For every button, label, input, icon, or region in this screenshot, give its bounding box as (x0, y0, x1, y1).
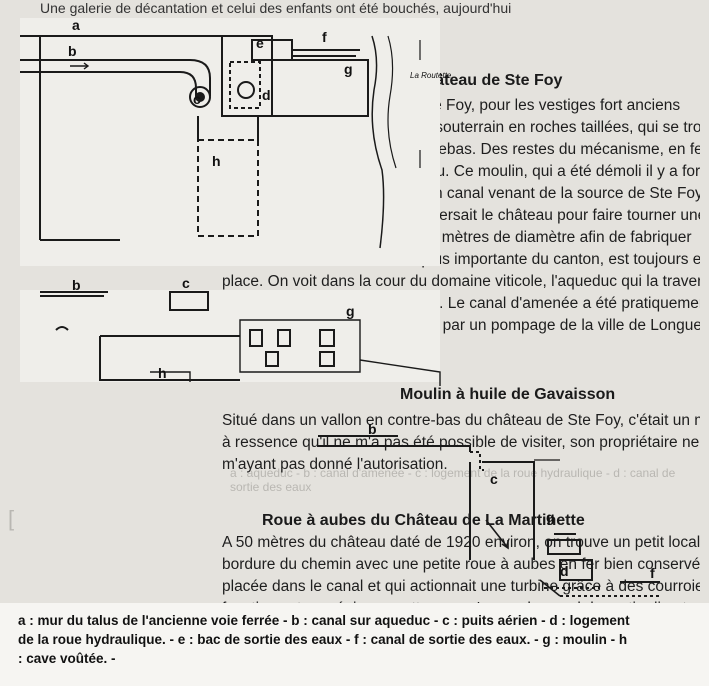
elevation-label-b: b (72, 277, 81, 293)
plan-label-f: f (322, 29, 327, 45)
plan-label-c: c (193, 91, 201, 107)
elevation-label-h: h (158, 365, 167, 381)
caption-line: a : mur du talus de l'ancienne voie ferr… (18, 613, 630, 628)
elevation-label-c: c (182, 275, 190, 291)
caption-line: : cave voûtée. - (18, 651, 116, 666)
body-line: placée dans le canal et qui actionnait u… (222, 578, 700, 595)
section-label-d: d (560, 563, 569, 579)
body-line: place. On voit dans la cour du domaine v… (222, 273, 700, 290)
plan-view (20, 18, 440, 266)
section-label-c: c (490, 471, 498, 487)
section-label-f: f (650, 565, 655, 581)
plan-label-b: b (68, 43, 77, 59)
body-line: m'ayant pas donné l'autorisation. (222, 456, 448, 473)
caption-line: de la roue hydraulique. - e : bac de sor… (18, 632, 628, 647)
section-heading: Moulin à huile de Gavaisson (400, 386, 616, 403)
plan-label-e: e (256, 35, 264, 51)
plan-label-h: h (212, 153, 221, 169)
caption-panel (0, 603, 709, 686)
ghost-note: a : aqueduc - b : canal d'amenée - c : l… (230, 466, 676, 494)
section-heading: Roue à aubes du Château de La Martinette (262, 512, 585, 529)
elevation-view (20, 290, 441, 386)
intro-line: Une galerie de décantation et celui des … (40, 0, 512, 16)
section-view (318, 435, 660, 597)
figure-caption: a : mur du talus de l'ancienne voie ferr… (18, 611, 688, 668)
body-line: Situé dans un vallon en contre-bas du ch… (222, 412, 700, 429)
plan-label-d: d (262, 87, 271, 103)
section-body: Situé dans un vallon en contre-bas du ch… (222, 410, 700, 476)
elevation-label-g: g (346, 303, 355, 319)
margin-mark: [ (8, 506, 15, 531)
section-label-b: b (368, 421, 377, 437)
road-label: La Routette (410, 71, 452, 80)
plan-label-a: a (72, 17, 80, 33)
section-label-g: g (546, 509, 555, 525)
plan-label-g: g (344, 61, 353, 77)
